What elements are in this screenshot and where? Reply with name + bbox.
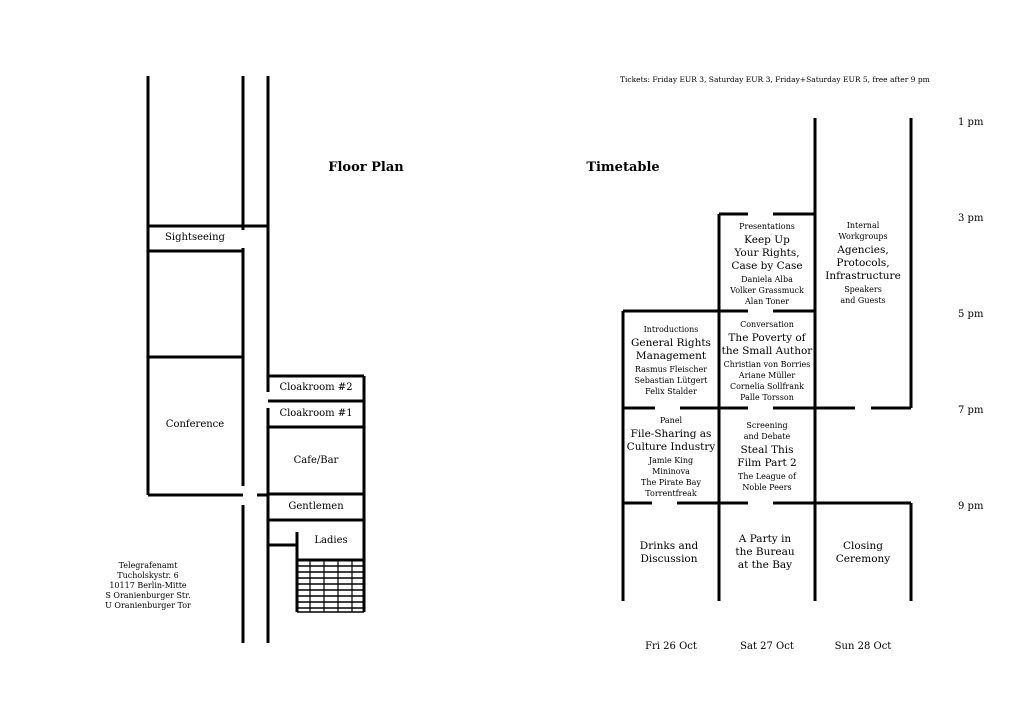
room-cloakroom-2: Cloakroom #2 <box>279 382 353 393</box>
speaker: Alan Toner <box>744 297 790 306</box>
session-title-line: Culture Industry <box>626 441 716 453</box>
session-people: Daniela Alba Volker Grassmuck Alan Toner <box>730 274 804 307</box>
session-type: Presentations <box>739 222 795 231</box>
room-cloakroom-1: Cloakroom #1 <box>279 408 353 419</box>
speaker: Cornelia Sollfrank <box>729 382 805 391</box>
speaker: Torrentfreak <box>645 489 697 498</box>
session-title-line: Protocols, <box>836 257 890 269</box>
session-title-line: Keep Up <box>744 234 790 246</box>
room-cafe-bar: Cafe/Bar <box>293 455 339 466</box>
session-party: A Party in the Bureau at the Bay <box>735 533 794 572</box>
floor-plan-heading: Floor Plan <box>328 160 404 175</box>
session-title-line: The Poverty of <box>728 332 806 344</box>
address-line: Tucholskystr. 6 <box>117 571 179 580</box>
speaker: Volker Grassmuck <box>730 286 804 295</box>
address-line: Telegrafenamt <box>118 561 178 570</box>
speaker: Speakers <box>844 285 882 294</box>
speaker: Mininova <box>652 467 690 476</box>
speaker: Ariane Müller <box>738 371 796 380</box>
session-type-line: Workgroups <box>838 232 888 241</box>
session-title-line: A Party in <box>738 533 792 545</box>
session-title: File-Sharing as Culture Industry <box>627 428 716 454</box>
hour-label: 7 pm <box>958 405 984 416</box>
session-title-line: File-Sharing as <box>630 428 712 440</box>
session-type: Screening and Debate <box>737 420 796 442</box>
session-people: Rasmus Fleischer Sebastian Lütgert Felix… <box>631 364 711 397</box>
hour-label: 1 pm <box>958 117 984 128</box>
session-title-line: Ceremony <box>835 553 891 565</box>
address-line: S Oranienburger Str. <box>105 591 191 600</box>
session-title-line: Infrastructure <box>825 270 901 282</box>
timetable-heading: Timetable <box>586 160 660 175</box>
speaker: Palle Torsson <box>740 393 794 402</box>
speaker: The League of <box>738 472 796 481</box>
room-ladies: Ladies <box>314 535 348 546</box>
session-drinks: Drinks and Discussion <box>640 540 698 566</box>
venue-address: Telegrafenamt Tucholskystr. 6 10117 Berl… <box>105 561 191 611</box>
session-people: Christian von Borries Ariane Müller Corn… <box>722 359 813 403</box>
session-type: Conversation <box>740 320 794 329</box>
speaker: Daniela Alba <box>741 275 793 284</box>
speaker: Jamie King <box>648 456 694 465</box>
session-people: Speakers and Guests <box>825 284 901 306</box>
session-people: The League of Noble Peers <box>737 471 796 493</box>
speaker: Rasmus Fleischer <box>634 365 708 374</box>
hour-label: 9 pm <box>958 501 984 512</box>
tickets-info: Tickets: Friday EUR 3, Saturday EUR 3, F… <box>620 75 930 84</box>
session-title-line: Drinks and <box>639 540 699 552</box>
address-line: 10117 Berlin-Mitte <box>109 581 187 590</box>
session-title-line: the Small Author <box>721 345 813 357</box>
room-conference: Conference <box>165 419 225 430</box>
day-label-sun: Sun 28 Oct <box>834 641 892 652</box>
session-presentations: Presentations Keep Up Your Rights, Case … <box>730 221 804 307</box>
session-title-line: at the Bay <box>737 559 793 571</box>
speaker: Felix Stalder <box>645 387 697 396</box>
session-title: Agencies, Protocols, Infrastructure <box>825 244 901 283</box>
session-type: Internal Workgroups <box>825 220 901 242</box>
session-screening: Screening and Debate Steal This Film Par… <box>737 420 796 493</box>
session-panel: Panel File-Sharing as Culture Industry J… <box>627 415 716 499</box>
session-title-line: Discussion <box>640 553 698 565</box>
session-conversation: Conversation The Poverty of the Small Au… <box>722 319 813 403</box>
session-closing: Closing Ceremony <box>836 540 890 566</box>
speaker: Noble Peers <box>742 483 792 492</box>
session-title-line: Case by Case <box>731 260 803 272</box>
session-title: Steal This Film Part 2 <box>737 444 796 470</box>
session-title-line: Your Rights, <box>734 247 800 259</box>
session-title-line: the Bureau <box>735 546 795 558</box>
session-title-line: Steal This <box>740 444 794 456</box>
session-type-line: and Debate <box>743 432 791 441</box>
address-line: U Oranienburger Tor <box>105 601 191 610</box>
session-title: Keep Up Your Rights, Case by Case <box>730 234 804 273</box>
speaker: Sebastian Lütgert <box>634 376 708 385</box>
session-type: Panel <box>659 416 683 425</box>
hour-label: 3 pm <box>958 213 984 224</box>
day-label-sat: Sat 27 Oct <box>740 641 794 652</box>
speaker: and Guests <box>840 296 886 305</box>
session-title-line: General Rights <box>631 337 711 349</box>
hour-label: 5 pm <box>958 309 984 320</box>
session-title: General Rights Management <box>631 337 711 363</box>
session-type-line: Internal <box>846 221 880 230</box>
session-internal-workgroups: Internal Workgroups Agencies, Protocols,… <box>825 220 901 306</box>
session-type: Introductions <box>643 325 699 334</box>
speaker: Christian von Borries <box>723 360 811 369</box>
session-introductions: Introductions General Rights Management … <box>631 324 711 397</box>
session-title: The Poverty of the Small Author <box>722 332 813 358</box>
session-people: Jamie King Mininova The Pirate Bay Torre… <box>627 455 716 499</box>
session-title-line: Management <box>635 350 707 362</box>
speaker: The Pirate Bay <box>641 478 701 487</box>
session-title-line: Closing <box>843 540 883 552</box>
room-sightseeing: Sightseeing <box>165 232 225 243</box>
session-title-line: Film Part 2 <box>737 457 797 469</box>
room-gentlemen: Gentlemen <box>288 501 344 512</box>
day-label-fri: Fri 26 Oct <box>645 641 697 652</box>
session-type-line: Screening <box>746 421 788 430</box>
session-title-line: Agencies, <box>837 244 889 256</box>
